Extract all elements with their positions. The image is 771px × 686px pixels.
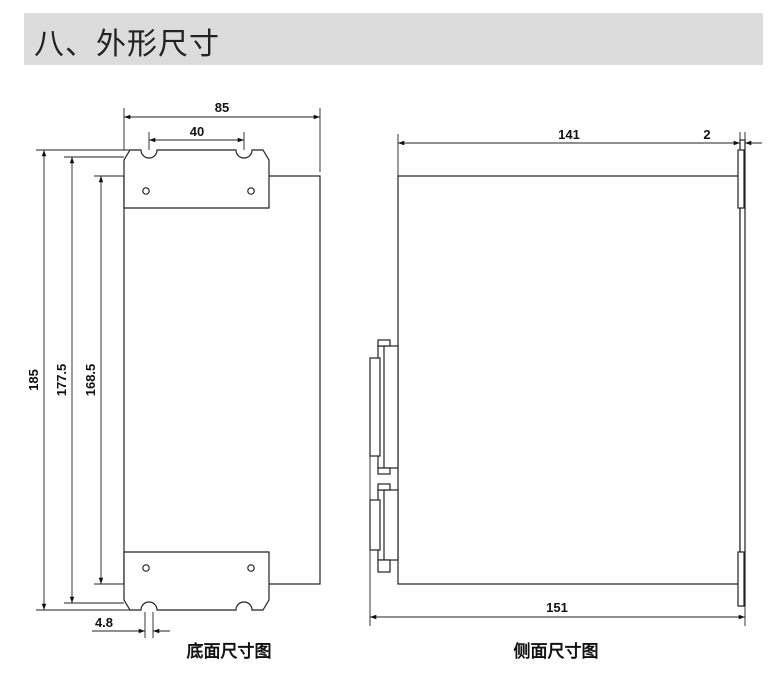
dim-height-overall-label: 185 [26, 369, 41, 391]
dim-body-depth-label: 141 [558, 127, 580, 142]
top-left-hole [142, 187, 150, 195]
top-right-hole [247, 187, 255, 195]
bottom-left-hole [142, 564, 150, 572]
side-flange-top-tab [737, 149, 745, 209]
side-view-caption: 侧面尺寸图 [514, 641, 599, 662]
dim-hole-spacing-label: 40 [190, 124, 204, 139]
bottom-view-body [123, 175, 321, 585]
dim-overall-depth-label: 151 [546, 600, 568, 615]
lower-connector [369, 483, 399, 573]
side-flange-bottom-tab [737, 551, 745, 607]
dim-height-slot-label: 177.5 [54, 364, 69, 397]
bottom-view-caption: 底面尺寸图 [187, 641, 272, 662]
dim-slot-width-label: 4.8 [95, 615, 113, 630]
side-flange [739, 139, 746, 607]
bottom-right-hole [247, 564, 255, 572]
bottom-mounting-bracket [123, 551, 270, 611]
dim-width-label: 85 [215, 100, 229, 115]
section-title: 八、外形尺寸 [34, 27, 220, 62]
upper-connector [369, 339, 399, 475]
side-view-body [397, 175, 741, 585]
side-view [369, 139, 746, 607]
bottom-view [123, 149, 321, 611]
section-header: 八、外形尺寸 [24, 13, 763, 65]
dim-height-hole-label: 168.5 [83, 364, 98, 397]
dim-flange-thickness-label: 2 [703, 127, 710, 142]
top-mounting-bracket [123, 149, 270, 209]
